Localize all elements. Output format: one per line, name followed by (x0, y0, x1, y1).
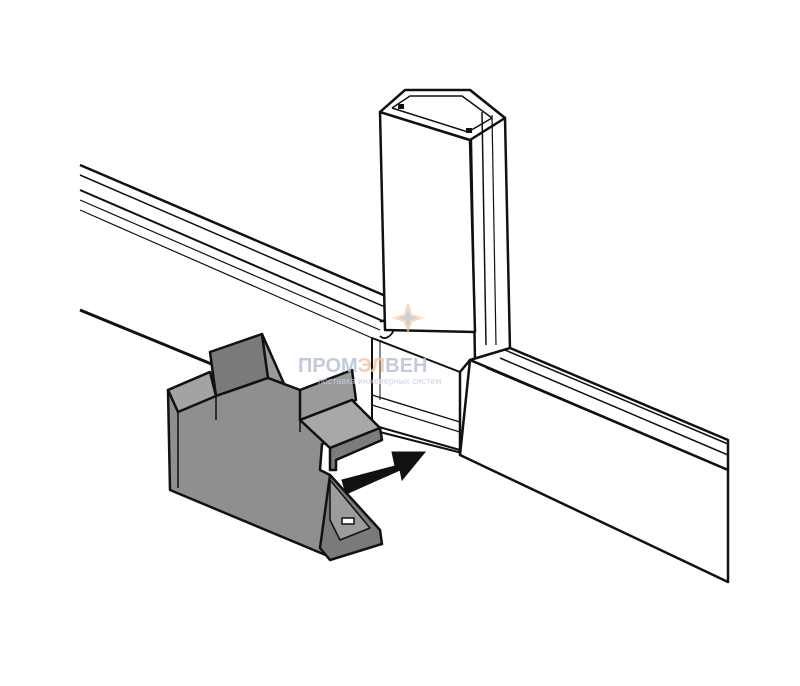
watermark-tagline: поставка инженерных систем (318, 376, 442, 386)
watermark-logo: ПРОМЭЛВЕН поставка инженерных систем (298, 302, 442, 386)
watermark-brand-right: ВЕН (385, 355, 427, 377)
vertical-trunking (378, 88, 512, 362)
horizontal-trunking-right (458, 346, 730, 584)
t-fitting-cover (166, 332, 384, 562)
watermark-brand: ПРОМЭЛВЕН (298, 355, 427, 377)
watermark-brand-left: ПРОМ (298, 355, 358, 377)
watermark-star-icon (392, 302, 424, 334)
watermark-brand-mid: ЭЛ (358, 355, 386, 377)
insertion-arrow (341, 451, 427, 495)
